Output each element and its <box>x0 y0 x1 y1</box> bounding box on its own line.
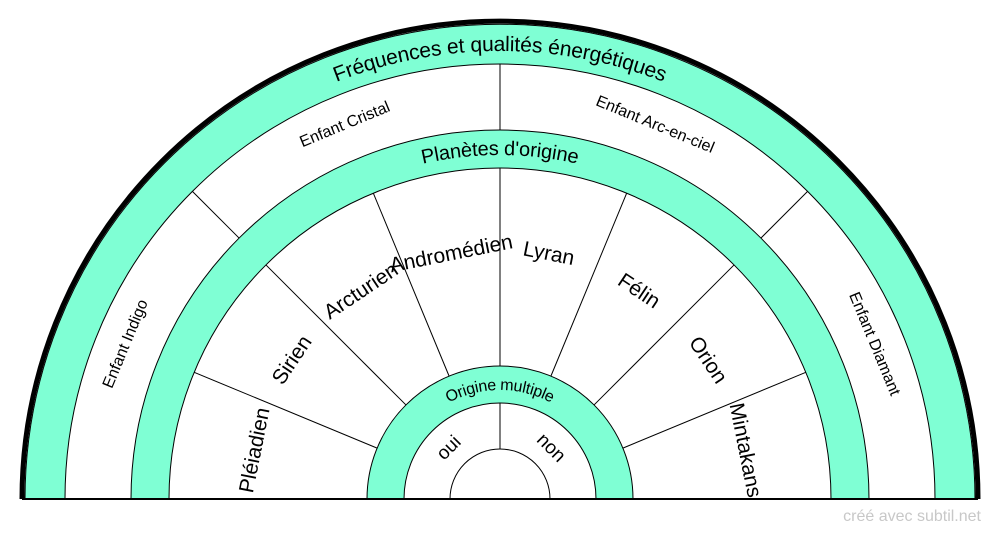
divider-layer <box>192 64 808 449</box>
outer-divider <box>760 191 808 239</box>
middle-divider <box>372 193 450 377</box>
credit-text: créé avec subtil.net <box>843 508 981 525</box>
ring-outline <box>449 448 551 500</box>
outline-layer <box>19 18 981 500</box>
middle-divider <box>593 264 735 406</box>
outer-divider <box>192 191 240 239</box>
middle-divider <box>265 264 407 406</box>
ring-outline <box>403 402 597 500</box>
ring-outline <box>168 167 832 500</box>
ring-outline <box>24 23 976 500</box>
outer-edge <box>19 18 981 500</box>
ring-outline <box>64 63 936 500</box>
middle-divider <box>622 371 806 449</box>
inner-band <box>367 366 633 499</box>
middle-divider <box>194 371 378 449</box>
outer-sector-ring <box>65 64 935 499</box>
inner-sector-ring <box>404 403 596 499</box>
ring-outline <box>366 365 634 500</box>
band-layer <box>25 24 975 500</box>
middle-divider <box>550 193 628 377</box>
ring-outline <box>130 129 870 500</box>
middle-band <box>131 130 869 499</box>
